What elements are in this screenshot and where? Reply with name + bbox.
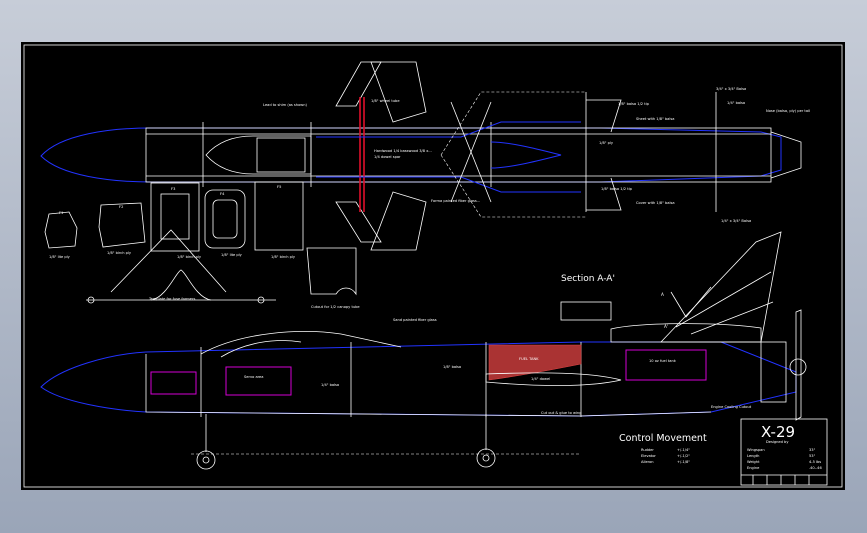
title-row-2-label: Weight	[747, 460, 760, 464]
drawing-border	[23, 44, 843, 488]
former-f2-label: 1/8" birch ply	[107, 251, 132, 255]
former-f5-name: F5	[277, 185, 281, 189]
label-tank: 10 oz fuel tank	[649, 359, 677, 363]
control-rudder-value: +/-1/4"	[677, 448, 690, 452]
label-dim3: 1/4" x 3/4" Balsa	[721, 219, 751, 223]
label-cutout: Cutout for 1/2 canopy tube	[311, 305, 360, 309]
control-elevator-value: +/-1/2"	[677, 454, 690, 458]
section-view: Section A-A' A A'	[560, 274, 712, 329]
label-tube: 1/8" wheel tube	[371, 99, 400, 103]
former-f3	[150, 182, 200, 252]
label-engine: Engine Cooling Cutout	[711, 405, 752, 409]
title-block: X-29 Designed by Wingspan 33" Length 53"…	[740, 418, 828, 486]
propeller	[795, 309, 802, 421]
wing-top-lower	[370, 191, 427, 251]
blueprint-drawing: Lead to shim (as shown) 1/8" wheel tube …	[23, 44, 843, 488]
label-cover: Cover with 1/8" balsa	[636, 201, 675, 205]
canopy-cutout	[306, 247, 357, 296]
wing-top-upper	[370, 61, 427, 123]
control-aileron-value: +/-1/8"	[677, 460, 690, 464]
canopy-outline	[205, 135, 312, 175]
tank-box	[625, 349, 707, 381]
formers-group: F1 1/8" lite ply F2 1/8" birch ply F3 1/…	[44, 181, 360, 309]
former-f2-name: F2	[119, 205, 123, 209]
former-f4-name: F4	[220, 192, 225, 196]
fuel-hatch	[488, 344, 582, 381]
former-f1-name: F1	[59, 211, 63, 215]
title-row-2-value: 4-5 lbs	[809, 460, 821, 464]
label-paint: Forma painted fiber glass...	[431, 199, 480, 203]
section-title: Section A-A'	[561, 274, 615, 284]
label-hardwood: Hardwood 1/4 basswood 3/8 x...	[374, 149, 432, 153]
control-aileron-name: Aileron	[641, 460, 654, 464]
nose-wheel	[196, 450, 216, 470]
title-row-0-value: 33"	[809, 448, 816, 452]
side-fuselage-outline	[40, 341, 797, 417]
side-view: Servo area 10 oz fuel tank FUEL TANK San…	[40, 231, 807, 470]
label-side-cutout: Cut out & glue to wing	[541, 411, 581, 415]
former-f3-label: 1/8" birch ply	[177, 255, 202, 259]
section-mark-a: A	[661, 292, 664, 297]
label-side-sheet: 1/8" balsa	[443, 365, 461, 369]
former-f5	[254, 181, 304, 251]
canopy-side	[200, 331, 402, 355]
title-name: X-29	[761, 423, 795, 441]
label-spar: 1/4 dowel spar	[374, 155, 401, 159]
former-f5-label: 1/8" birch ply	[271, 255, 296, 259]
control-rudder-name: Rudder	[641, 448, 654, 452]
control-movement: Control Movement Rudder +/-1/4" Elevator…	[619, 433, 707, 464]
label-template: Template for fuse formers	[148, 297, 195, 301]
title-row-1-label: Length	[747, 454, 759, 458]
label-dim2: 1/4" balsa	[727, 101, 745, 105]
label-dim1: 3/4" x 3/4" Balsa	[716, 87, 746, 91]
top-view: Lead to shim (as shown) 1/8" wheel tube …	[40, 61, 810, 251]
title-row-1-value: 53"	[809, 454, 816, 458]
label-fuel: FUEL TANK	[519, 357, 539, 361]
title-designer: Designed by	[766, 440, 789, 444]
label-dowel: 1/4" dowel	[531, 377, 550, 381]
label-balsa2: 1/8" balsa 1/2 tip	[601, 187, 633, 191]
former-f2	[98, 202, 146, 248]
former-f4-label: 1/8" lite ply	[221, 253, 243, 257]
label-balsa: 1/8" balsa 1/2 tip	[618, 102, 650, 106]
label-sand: Sand painted fiber glass	[393, 318, 437, 322]
title-row-3-value: .40-.46	[809, 466, 822, 470]
title-row-3-label: Engine	[747, 466, 760, 470]
former-f4	[204, 189, 246, 249]
title-row-0-label: Wingspan	[747, 448, 765, 452]
canard-bottom	[335, 201, 382, 243]
control-elevator-name: Elevator	[641, 454, 656, 458]
main-wheel	[476, 448, 496, 468]
section-mark-a2: A'	[664, 324, 668, 329]
label-servo: Servo area	[244, 375, 263, 379]
former-f3-name: F3	[171, 187, 175, 191]
top-fuselage-box	[145, 127, 772, 183]
label-ply: 1/8" ply	[599, 141, 614, 145]
top-fuselage-outline	[40, 127, 782, 183]
servo-box	[225, 366, 292, 396]
label-mount: Nose (balsa, ply) per tail	[766, 109, 810, 113]
drawing-canvas: Lead to shim (as shown) 1/8" wheel tube …	[21, 42, 845, 490]
label-sheet: Sheet with 1/8" balsa	[636, 117, 674, 121]
control-title: Control Movement	[619, 433, 707, 444]
label-side-balsa: 1/4" balsa	[321, 383, 339, 387]
former-f1	[44, 211, 78, 249]
former-f1-label: 1/8" lite ply	[49, 255, 71, 259]
label-lead: Lead to shim (as shown)	[263, 103, 308, 107]
nose-box	[150, 371, 197, 395]
